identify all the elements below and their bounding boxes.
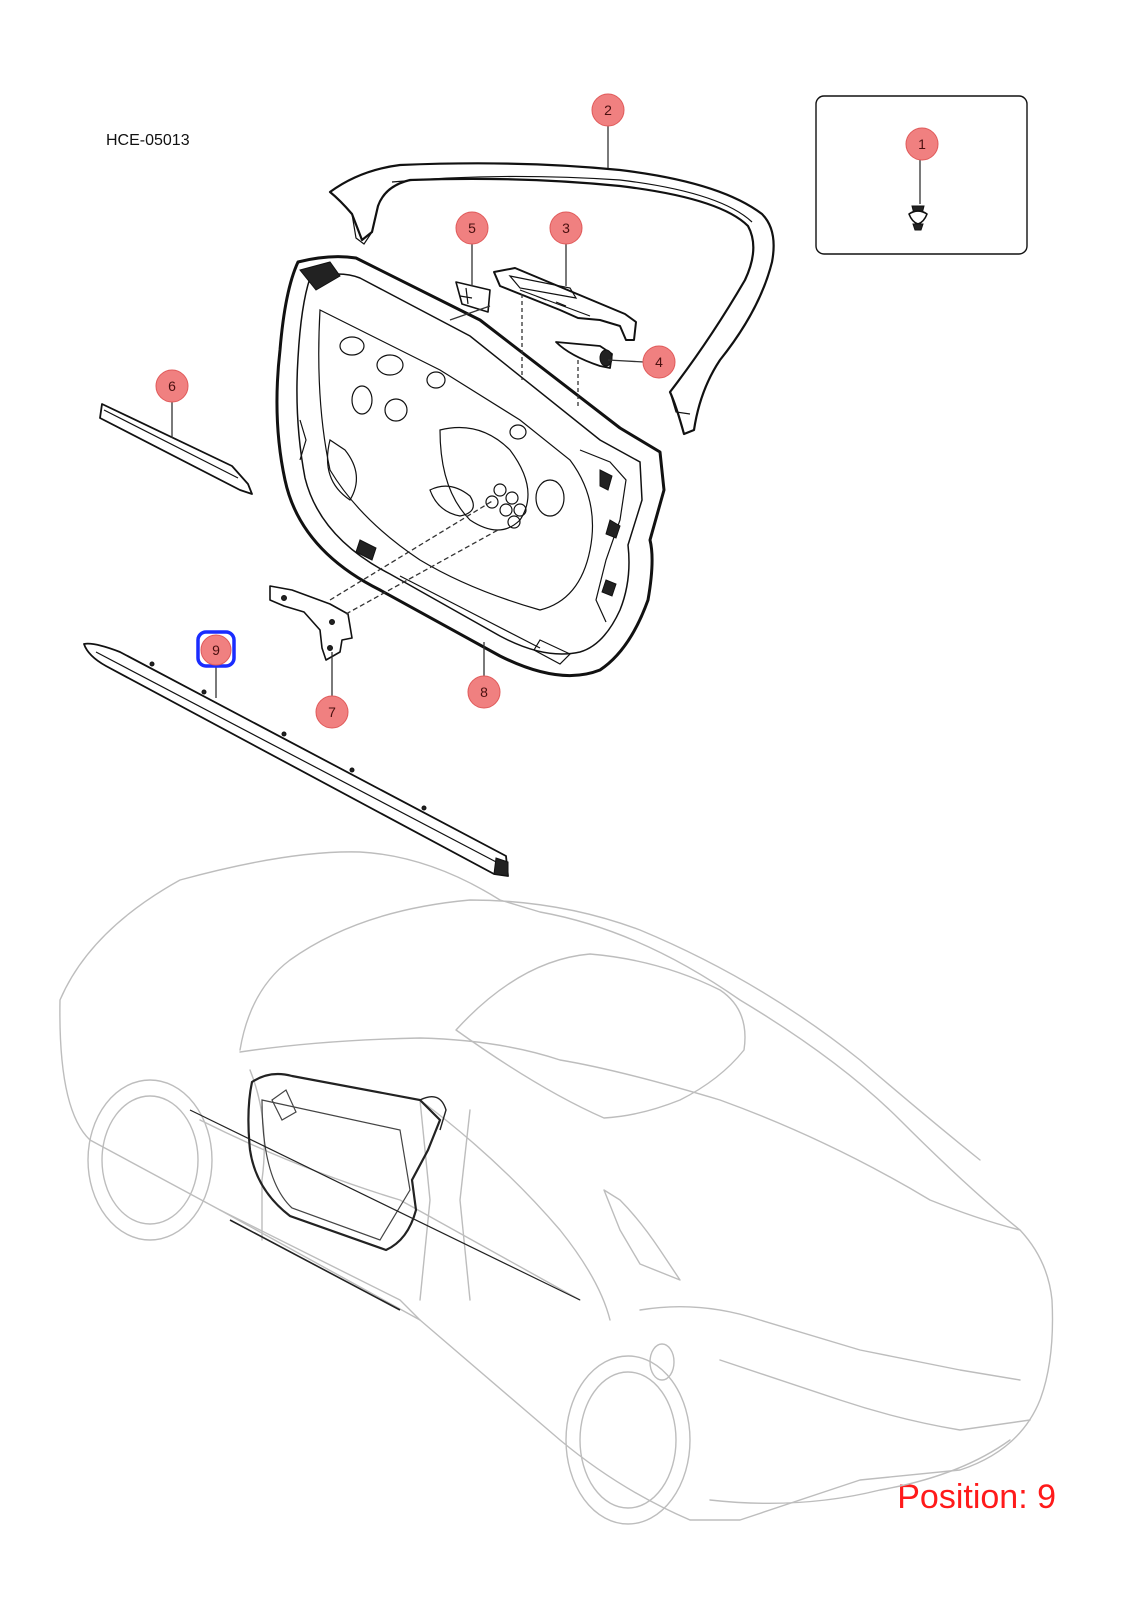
callout-3-badge	[549, 211, 583, 245]
leader-lines	[171, 124, 921, 698]
speaker-grille	[485, 483, 527, 529]
callout-5-badge	[455, 211, 489, 245]
side-molding-part-9	[83, 642, 509, 877]
callout-1-label: 1	[918, 136, 926, 152]
door-module-part-8	[275, 255, 666, 678]
callout-5-label: 5	[468, 220, 476, 236]
hinge-bracket-part-7	[269, 585, 353, 661]
callout-4-label: 4	[655, 354, 663, 370]
car-silhouette	[59, 851, 1054, 1525]
callout-5[interactable]: 5	[455, 211, 489, 245]
callout-6-badge	[155, 369, 189, 403]
callout-7-label: 7	[328, 704, 336, 720]
bracket-part-5	[455, 281, 491, 313]
callout-4-badge	[642, 345, 676, 379]
belt-molding-part-6	[99, 403, 253, 495]
position-label: Position: 9	[897, 1478, 1056, 1516]
callout-9-badge	[200, 634, 232, 666]
callout-2-badge	[591, 93, 625, 127]
callout-7[interactable]: 7	[315, 695, 349, 729]
window-frame-molding-part-2	[328, 162, 775, 436]
car-door-highlight	[189, 1072, 581, 1311]
callout-2[interactable]: 2	[591, 93, 625, 127]
callout-6-label: 6	[168, 378, 176, 394]
callout-2-label: 2	[604, 102, 612, 118]
callout-7-badge	[315, 695, 349, 729]
callout-6[interactable]: 6	[155, 369, 189, 403]
callout-9-label: 9	[212, 642, 220, 658]
callout-3[interactable]: 3	[549, 211, 583, 245]
callout-4[interactable]: 4	[642, 345, 676, 379]
switch-bezel-part-3	[493, 267, 637, 341]
selection-frame	[196, 630, 236, 668]
callout-8-label: 8	[480, 684, 488, 700]
clip-part-1	[908, 205, 928, 231]
trim-piece-part-4	[555, 341, 613, 369]
inset-box	[815, 95, 1028, 255]
callout-1[interactable]: 1	[905, 127, 939, 161]
callout-3-label: 3	[562, 220, 570, 236]
diagram-code: HCE-05013	[106, 132, 190, 149]
callout-1-badge	[905, 127, 939, 161]
callout-8-badge	[467, 675, 501, 709]
callout-9[interactable]: 9	[196, 630, 236, 668]
callout-8[interactable]: 8	[467, 675, 501, 709]
